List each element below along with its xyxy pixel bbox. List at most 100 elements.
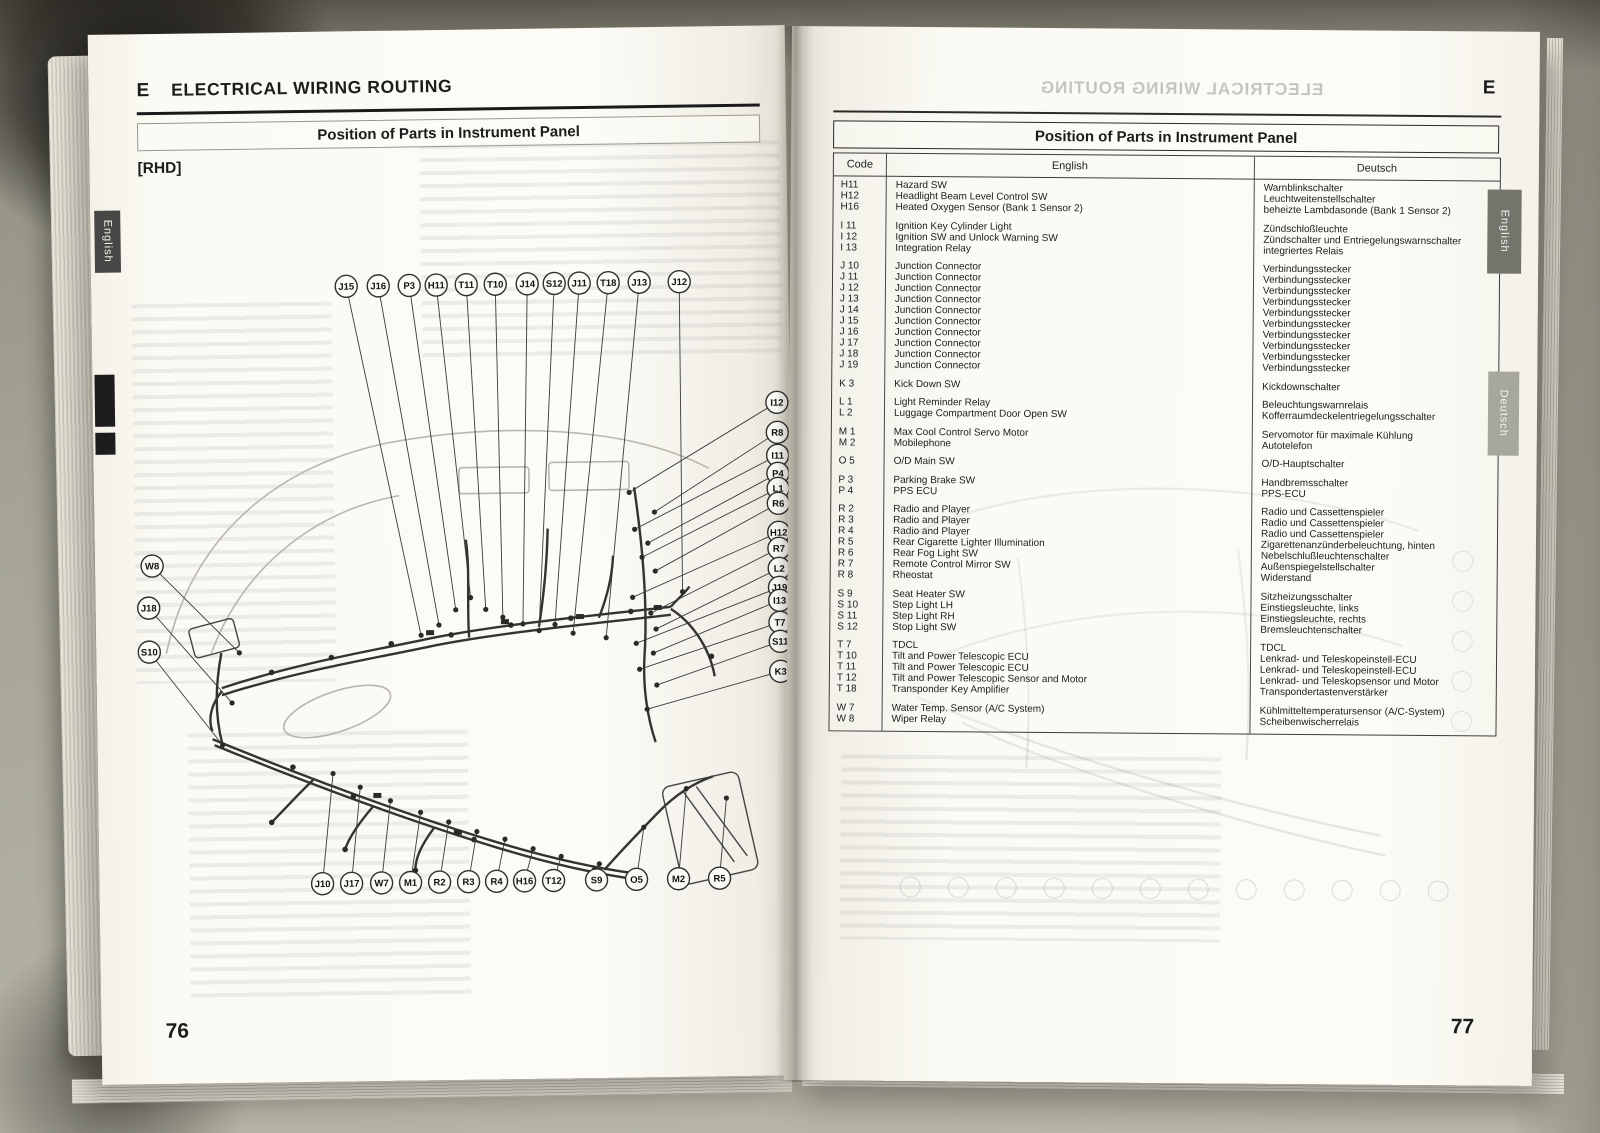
svg-text:L1: L1 — [772, 484, 784, 495]
cell-deutsch: Widerstand — [1260, 572, 1312, 585]
svg-text:R4: R4 — [490, 877, 503, 888]
chapter-header: E ELECTRICAL WIRING ROUTING — [136, 76, 452, 102]
svg-text:I12: I12 — [770, 398, 783, 409]
svg-text:M1: M1 — [404, 878, 418, 889]
svg-text:R8: R8 — [771, 428, 783, 439]
svg-text:S11: S11 — [772, 637, 789, 648]
cell-code: T 12 — [836, 672, 857, 684]
callout-r8: R8 — [765, 420, 790, 445]
callout-t11: T11 — [454, 272, 478, 297]
col-header-code: Code — [846, 158, 874, 171]
svg-text:J16: J16 — [370, 281, 386, 292]
cell-deutsch: Kickdownschalter — [1262, 381, 1341, 393]
cell-code: R 5 — [837, 536, 854, 548]
cell-code: S 11 — [837, 609, 858, 622]
cell-code: M 1 — [838, 425, 856, 438]
cell-code: P 3 — [838, 473, 854, 485]
svg-text:R6: R6 — [772, 499, 784, 510]
cell-deutsch: Transpondertastenverstärker — [1259, 686, 1388, 699]
svg-text:R3: R3 — [462, 877, 474, 888]
svg-text:I13: I13 — [773, 596, 786, 607]
svg-text:K3: K3 — [775, 667, 787, 678]
open-manual-book: E ELECTRICAL WIRING ROUTING Position of … — [47, 8, 1565, 1118]
callout-t10: T10 — [483, 272, 507, 296]
svg-text:J17: J17 — [344, 879, 360, 890]
cell-code: I 13 — [840, 241, 857, 254]
cell-code: S 12 — [837, 620, 858, 633]
callout-w7: W7 — [369, 871, 394, 895]
svg-text:R2: R2 — [433, 877, 445, 888]
cell-english: Wiper Relay — [891, 713, 947, 725]
callout-r2: R2 — [427, 870, 452, 894]
svg-text:P3: P3 — [403, 281, 415, 292]
cell-code: J 10 — [840, 260, 860, 272]
chapter-title: ELECTRICAL WIRING ROUTING — [171, 75, 453, 100]
svg-text:I11: I11 — [771, 451, 785, 462]
cell-code: T 11 — [836, 661, 857, 673]
callout-p3: P3 — [397, 273, 421, 298]
cell-code: W 7 — [836, 701, 855, 714]
edge-tab-english: English — [94, 210, 122, 273]
edge-tab-deutsch: Deutsch — [1487, 371, 1520, 456]
cell-code: S 10 — [837, 598, 859, 611]
svg-text:T10: T10 — [487, 280, 504, 291]
svg-text:J19: J19 — [771, 583, 787, 594]
chapter-code: E — [136, 80, 150, 102]
svg-text:S10: S10 — [141, 647, 158, 658]
svg-text:O5: O5 — [630, 875, 644, 886]
cell-code: J 16 — [839, 326, 859, 338]
svg-text:L2: L2 — [774, 564, 785, 575]
cell-code: J 14 — [839, 304, 859, 316]
svg-text:S12: S12 — [546, 279, 563, 290]
col-header-english: English — [1051, 160, 1088, 173]
cell-code: J 13 — [839, 293, 859, 305]
callout-j15: J15 — [334, 274, 358, 299]
cell-code: I 12 — [840, 230, 858, 243]
page-number: 76 — [165, 1019, 190, 1043]
callout-r3: R3 — [456, 869, 481, 894]
edge-tab-english: English — [1487, 189, 1522, 274]
cell-code: W 8 — [836, 712, 855, 725]
callout-r4: R4 — [484, 869, 509, 893]
svg-text:T18: T18 — [600, 278, 617, 289]
callout-j16: J16 — [366, 274, 390, 298]
section-title-box: Position of Parts in Instrument Panel — [833, 120, 1500, 154]
callout-h16: H16 — [512, 869, 537, 893]
svg-text:J13: J13 — [631, 278, 647, 289]
callout-i12: I12 — [765, 390, 789, 415]
callout-j11: J11 — [567, 271, 591, 295]
svg-text:J14: J14 — [519, 279, 536, 290]
section-title: Position of Parts in Instrument Panel — [317, 122, 580, 144]
header-rule — [136, 103, 760, 116]
callout-r6: R6 — [766, 491, 791, 516]
svg-text:J18: J18 — [141, 603, 157, 614]
cell-code: J 11 — [839, 271, 859, 283]
cell-deutsch: Scheibenwischerrelais — [1259, 716, 1360, 728]
cell-code: R 3 — [838, 514, 854, 526]
callout-s9: S9 — [584, 868, 609, 892]
callout-m2: M2 — [666, 867, 691, 891]
cell-code: R 7 — [837, 558, 854, 570]
callout-r5: R5 — [707, 866, 732, 890]
cell-code: R 2 — [838, 503, 854, 515]
cell-code: J 18 — [839, 348, 859, 360]
callout-j17: J17 — [339, 871, 364, 896]
chapter-code: E — [1482, 77, 1496, 99]
bleed-through-diagram — [899, 487, 1474, 902]
instrument-panel-wiring-diagram: J15J16P3H11T11T10J14S12J11T18J13J12I12R8… — [137, 269, 793, 896]
svg-text:W7: W7 — [374, 878, 388, 889]
svg-text:T11: T11 — [458, 280, 475, 291]
callout-o5: O5 — [624, 867, 649, 892]
callout-w8: W8 — [140, 554, 164, 578]
callout-j13: J13 — [627, 270, 651, 294]
cell-code: J 12 — [839, 282, 859, 294]
cell-code: R 4 — [837, 525, 854, 537]
svg-text:T7: T7 — [774, 618, 785, 629]
page-76: E ELECTRICAL WIRING ROUTING Position of … — [87, 25, 800, 1085]
callout-r7: R7 — [767, 536, 791, 561]
cell-deutsch: Autotelefon — [1261, 440, 1313, 452]
cell-code: R 8 — [837, 569, 854, 581]
cell-code: M 2 — [838, 436, 856, 449]
cell-code: J 17 — [839, 337, 859, 349]
